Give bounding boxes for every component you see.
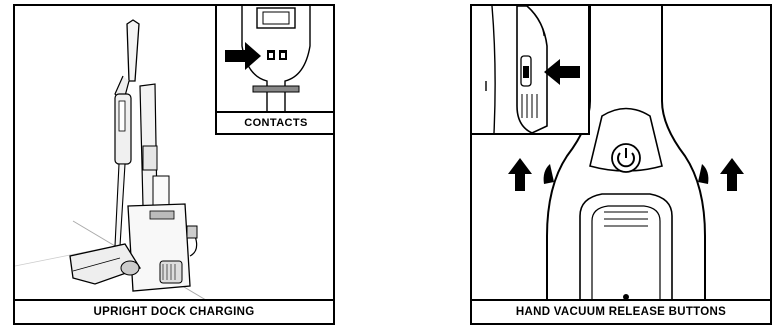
wall-plug: [186, 225, 198, 239]
contacts-illustration: [225, 6, 311, 113]
upright-dock-charging-caption: UPRIGHT DOCK CHARGING: [15, 299, 333, 323]
floor-nozzle: [69, 243, 141, 285]
contacts-inset: CONTACTS: [215, 6, 333, 135]
release-detail-inset: [472, 6, 590, 135]
left-release-button: [543, 164, 554, 184]
battery-compartment: [579, 193, 673, 303]
vacuum-wand: [114, 163, 126, 247]
upright-dock-illustration: [15, 19, 212, 303]
upright-dock-charging-panel: CONTACTS UPRIGHT DOCK CHARGING: [13, 4, 335, 325]
hand-vacuum-release-caption: HAND VACUUM RELEASE BUTTONS: [472, 299, 770, 323]
power-icon: [617, 152, 635, 168]
release-arrow-icon: [544, 59, 580, 85]
release-detail-illustration: [485, 6, 580, 133]
right-release-button: [698, 164, 709, 184]
hand-vacuum-release-panel: HAND VACUUM RELEASE BUTTONS: [470, 4, 772, 325]
contacts-caption: CONTACTS: [217, 111, 333, 133]
left-up-arrow-icon: [508, 158, 532, 191]
vacuum-handle: [126, 19, 140, 82]
indicator-dot: [623, 294, 629, 300]
contacts-arrow-icon: [225, 42, 261, 70]
right-up-arrow-icon: [720, 158, 744, 191]
